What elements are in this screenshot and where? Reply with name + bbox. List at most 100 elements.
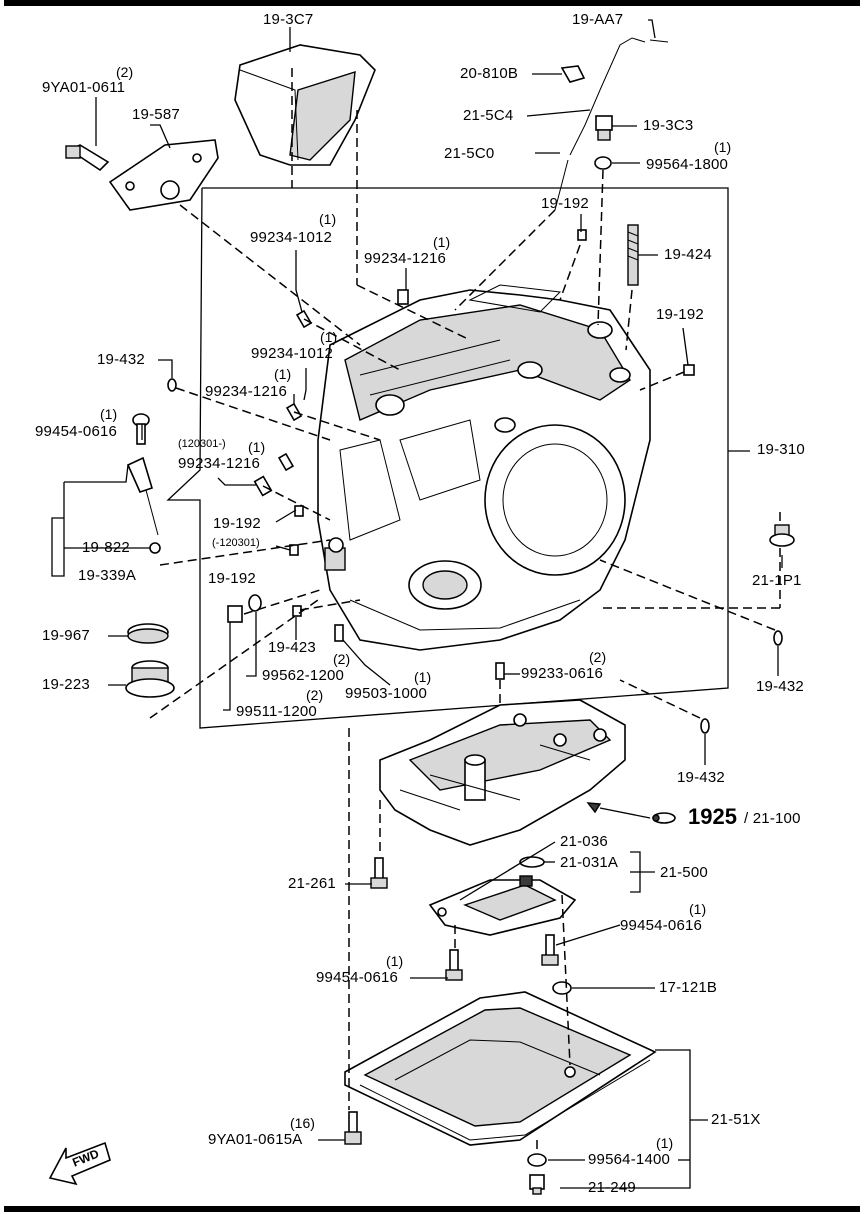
callout-99234-1216-c[interactable]: 99234-1216	[178, 455, 261, 472]
bolt-99454-0616-c	[541, 934, 559, 966]
callout-99503-1000[interactable]: 99503-1000	[345, 685, 428, 702]
callout-99454-0616-b[interactable]: 99454-0616	[316, 969, 399, 986]
bolt-99454-0616-b	[445, 949, 463, 981]
oring-19-432-c	[700, 718, 710, 734]
callout-19-192-c[interactable]: 19-192	[213, 515, 261, 532]
plug-99511-1200	[227, 605, 243, 623]
qty-99234-1216-c: (1)	[248, 439, 266, 455]
clip-20-810B	[560, 65, 586, 83]
oring-19-432-b	[773, 630, 783, 646]
dipstick-tube-21-5C4	[554, 37, 669, 211]
solenoid-19-423	[324, 537, 346, 571]
callout-99234-1216-a[interactable]: 99234-1216	[364, 250, 447, 267]
pin-99503-1000	[334, 624, 344, 642]
callout-99511-1200[interactable]: 99511-1200	[236, 703, 317, 720]
cover-19-3C7	[234, 44, 376, 166]
transmission-case-19-310	[317, 284, 651, 651]
callout-21-036[interactable]: 21-036	[560, 833, 608, 850]
qty-99234-1216-a: (1)	[433, 234, 451, 250]
callout-21-100[interactable]: / 21-100	[744, 810, 801, 827]
callout-99564-1800[interactable]: 99564-1800	[646, 156, 729, 173]
callout-19-423[interactable]: 19-423	[268, 639, 316, 656]
callout-19-424[interactable]: 19-424	[664, 246, 712, 263]
oil-filter-21-500	[428, 875, 577, 936]
callout-19-587[interactable]: 19-587	[132, 106, 180, 123]
figure-ref-1925[interactable]: 1925	[688, 804, 737, 829]
note-99234-1216-c: (120301-)	[178, 438, 226, 450]
qty-99564-1400: (1)	[656, 1135, 674, 1151]
callout-21-5C4[interactable]: 21-5C4	[463, 107, 514, 124]
callout-19-223[interactable]: 19-223	[42, 676, 90, 693]
housing-group-box	[166, 187, 729, 729]
pin-99233-0616	[495, 662, 505, 680]
fwd-arrow-icon	[48, 1141, 111, 1186]
breather-21-1P1	[769, 524, 795, 547]
callout-21-031A[interactable]: 21-031A	[560, 854, 619, 871]
bolt-9YA01-0615A	[344, 1111, 362, 1145]
qty-99234-1012-a: (1)	[319, 211, 337, 227]
gasket-17-121B	[552, 981, 572, 995]
qty-9YA01-0615A: (16)	[290, 1115, 315, 1131]
callout-20-810B[interactable]: 20-810B	[460, 65, 519, 82]
callout-21-1P1[interactable]: 21-1P1	[752, 572, 802, 589]
qty-99511-1200: (2)	[306, 687, 324, 703]
qty-99454-0616-c: (1)	[689, 901, 707, 917]
callout-19-310[interactable]: 19-310	[757, 441, 805, 458]
qty-99503-1000: (1)	[414, 669, 432, 685]
oring-19-822	[149, 542, 161, 554]
bolt-21-261	[370, 857, 388, 889]
callout-99234-1216-b[interactable]: 99234-1216	[205, 383, 288, 400]
oring-21-031A	[519, 856, 545, 868]
callout-9YA01-0615A[interactable]: 9YA01-0615A	[208, 1131, 303, 1148]
callout-17-121B[interactable]: 17-121B	[659, 979, 718, 996]
callout-99564-1400[interactable]: 99564-1400	[588, 1151, 671, 1168]
callout-19-432-a[interactable]: 19-432	[97, 351, 145, 368]
callout-99454-0616-a[interactable]: 99454-0616	[35, 423, 118, 440]
callout-19-432-c[interactable]: 19-432	[677, 769, 725, 786]
qty-99454-0616-a: (1)	[100, 406, 118, 422]
top-border	[4, 0, 860, 6]
drain-plug-21-249	[529, 1174, 545, 1195]
oil-pan-21-51X	[344, 991, 657, 1146]
callout-19-192-d[interactable]: 19-192	[208, 570, 256, 587]
seal-19-223	[125, 660, 175, 698]
callout-21-261[interactable]: 21-261	[288, 875, 336, 892]
callout-19-3C3[interactable]: 19-3C3	[643, 117, 694, 134]
callout-19-967[interactable]: 19-967	[42, 627, 90, 644]
oring-19-432-a	[167, 378, 177, 392]
callout-99233-0616[interactable]: 99233-0616	[521, 665, 604, 682]
valve-body-21-100	[379, 699, 626, 846]
callout-99234-1012-a[interactable]: 99234-1012	[250, 229, 333, 246]
callout-21-500[interactable]: 21-500	[660, 864, 708, 881]
callout-19-339A[interactable]: 19-339A	[78, 567, 137, 584]
callout-19-192-b[interactable]: 19-192	[656, 306, 704, 323]
callout-19-3C7[interactable]: 19-3C7	[263, 11, 314, 28]
washer-99564-1400	[527, 1153, 547, 1167]
plug-19-3C3	[595, 115, 613, 141]
qty-99564-1800: (1)	[714, 139, 732, 155]
callout-99234-1012-b[interactable]: 99234-1012	[251, 345, 334, 362]
qty-9YA01-0611: (2)	[116, 64, 134, 80]
plate-19-587	[108, 139, 219, 211]
callout-99562-1200[interactable]: 99562-1200	[262, 667, 345, 684]
callout-9YA01-0611[interactable]: 9YA01-0611	[42, 79, 126, 96]
washer-99564-1800	[594, 156, 612, 170]
callout-99454-0616-c[interactable]: 99454-0616	[620, 917, 703, 934]
level-gauge-19-822	[126, 456, 159, 536]
qty-99234-1012-b: (1)	[320, 329, 338, 345]
qty-99233-0616: (2)	[589, 649, 607, 665]
callout-19-822[interactable]: 19-822	[82, 539, 130, 556]
callout-19-192-a[interactable]: 19-192	[541, 195, 589, 212]
callout-21-51X[interactable]: 21-51X	[711, 1111, 761, 1128]
qty-99562-1200: (2)	[333, 651, 351, 667]
washer-99562-1200	[248, 594, 262, 612]
reference-pointer-icon	[652, 812, 676, 824]
note-19-192-c: (-120301)	[212, 537, 260, 549]
callout-21-5C0[interactable]: 21-5C0	[444, 145, 495, 162]
bolt-9YA01-0611	[65, 144, 110, 172]
callout-19-432-b[interactable]: 19-432	[756, 678, 804, 695]
clamp-19-967	[127, 623, 169, 644]
callout-21-249[interactable]: 21-249	[588, 1179, 636, 1196]
callout-19-AA7[interactable]: 19-AA7	[572, 11, 624, 28]
